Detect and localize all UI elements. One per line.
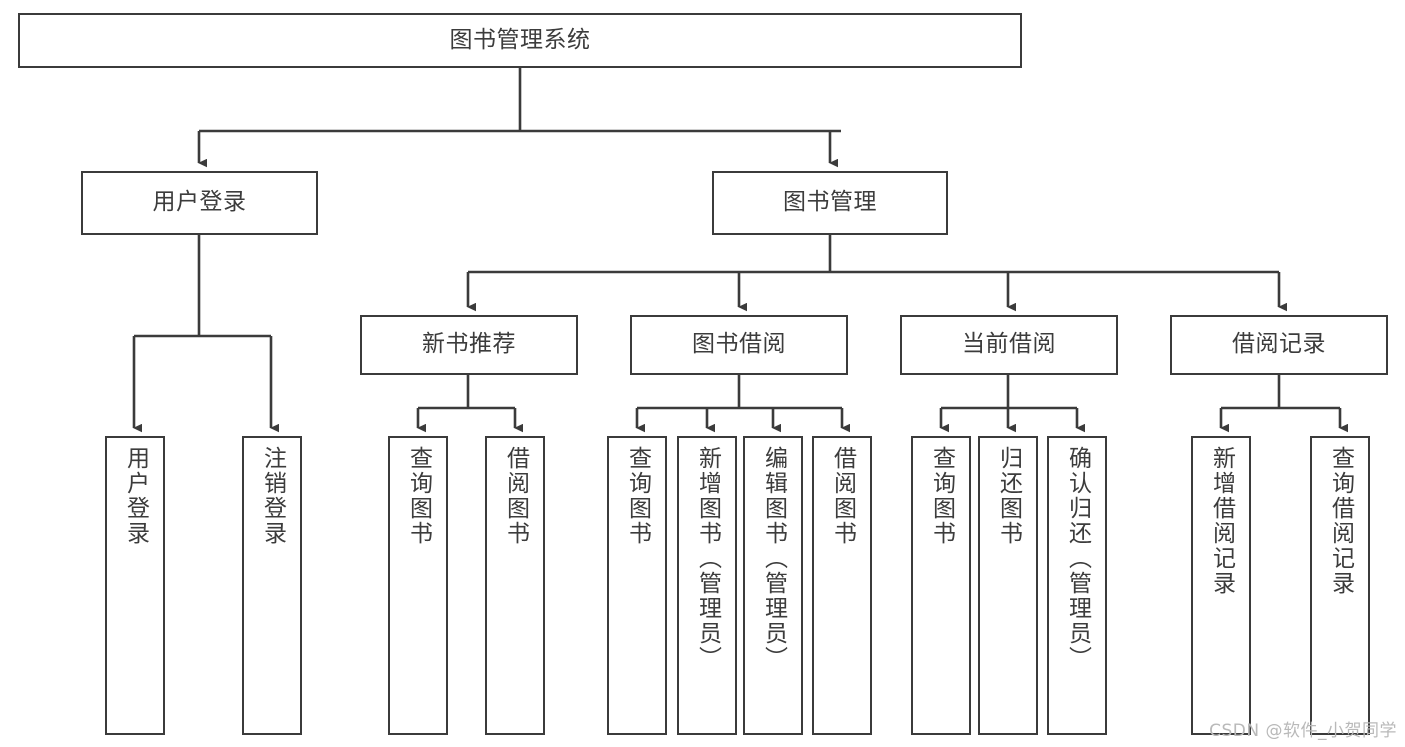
node-current-borrow[interactable]: 当前借阅 (900, 315, 1118, 375)
node-leaf-bb-add[interactable]: 新增图书（管理员） (677, 436, 737, 735)
node-user-login-label: 用户登录 (152, 189, 247, 216)
node-leaf-cb-query[interactable]: 查询图书 (911, 436, 971, 735)
node-leaf-cb-return[interactable]: 归还图书 (978, 436, 1038, 735)
node-leaf-cb-confirm[interactable]: 确认归还（管理员） (1047, 436, 1107, 735)
node-leaf-br-add[interactable]: 新增借阅记录 (1191, 436, 1251, 735)
node-leaf-rec-borrow-label: 借阅图书 (502, 446, 529, 546)
node-leaf-br-query[interactable]: 查询借阅记录 (1310, 436, 1370, 735)
node-leaf-cb-query-label: 查询图书 (928, 446, 955, 546)
node-borrow-record[interactable]: 借阅记录 (1170, 315, 1388, 375)
node-leaf-br-add-label: 新增借阅记录 (1208, 446, 1235, 596)
watermark-text: CSDN @软件_小贺同学 (1209, 721, 1397, 741)
node-user-login[interactable]: 用户登录 (81, 171, 318, 235)
node-leaf-rec-borrow[interactable]: 借阅图书 (485, 436, 545, 735)
node-leaf-bb-edit[interactable]: 编辑图书（管理员） (743, 436, 803, 735)
node-leaf-br-query-label: 查询借阅记录 (1327, 446, 1354, 596)
node-root[interactable]: 图书管理系统 (18, 13, 1022, 68)
node-root-label: 图书管理系统 (449, 26, 591, 53)
node-leaf-bb-borrow[interactable]: 借阅图书 (812, 436, 872, 735)
node-book-manage[interactable]: 图书管理 (712, 171, 948, 235)
node-leaf-logout[interactable]: 注销登录 (242, 436, 302, 735)
node-leaf-user-login[interactable]: 用户登录 (105, 436, 165, 735)
node-borrow-record-label: 借阅记录 (1232, 331, 1326, 358)
node-leaf-logout-label: 注销登录 (259, 446, 286, 546)
node-leaf-user-login-label: 用户登录 (122, 446, 149, 546)
node-leaf-bb-query-label: 查询图书 (624, 446, 651, 546)
node-new-book-rec-label: 新书推荐 (422, 331, 516, 358)
node-leaf-bb-query[interactable]: 查询图书 (607, 436, 667, 735)
node-book-borrow-label: 图书借阅 (692, 331, 786, 358)
node-leaf-bb-add-label: 新增图书（管理员） (694, 446, 721, 671)
node-leaf-rec-query-label: 查询图书 (405, 446, 432, 546)
node-leaf-cb-confirm-label: 确认归还（管理员） (1064, 446, 1091, 671)
node-leaf-bb-borrow-label: 借阅图书 (829, 446, 856, 546)
node-leaf-rec-query[interactable]: 查询图书 (388, 436, 448, 735)
node-leaf-bb-edit-label: 编辑图书（管理员） (760, 446, 787, 671)
node-current-borrow-label: 当前借阅 (962, 331, 1056, 358)
node-book-borrow[interactable]: 图书借阅 (630, 315, 848, 375)
node-book-manage-label: 图书管理 (783, 189, 877, 216)
node-new-book-rec[interactable]: 新书推荐 (360, 315, 578, 375)
node-leaf-cb-return-label: 归还图书 (995, 446, 1022, 546)
